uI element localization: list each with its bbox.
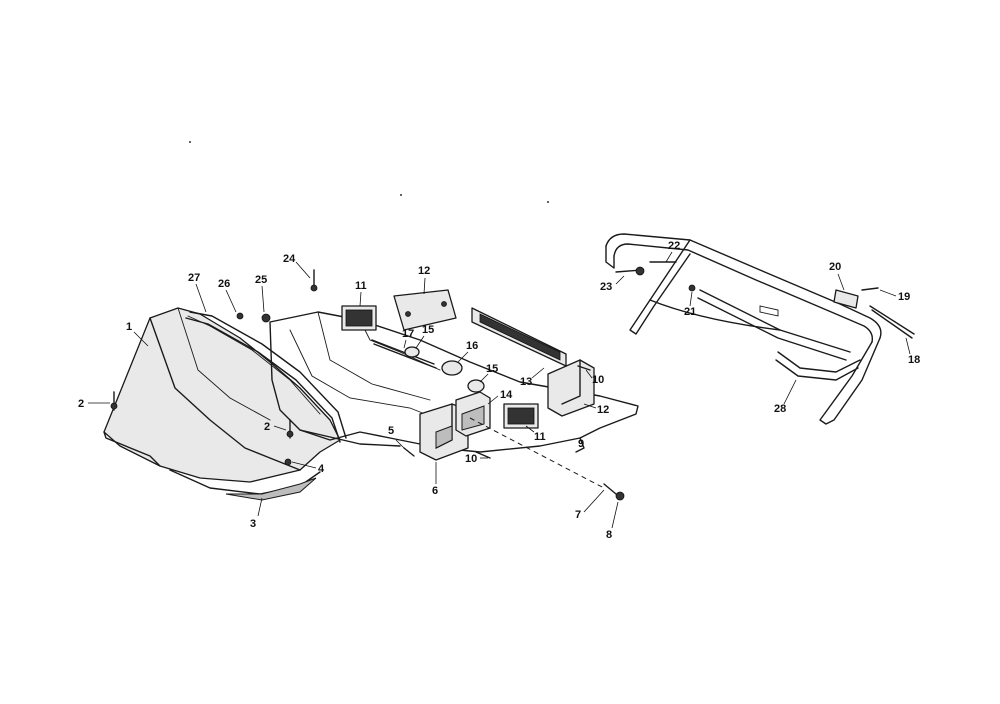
callout-10: 10	[465, 453, 477, 465]
pin-icon	[861, 287, 915, 339]
callout-23: 23	[600, 281, 612, 293]
callout-11: 11	[355, 280, 367, 292]
callout-1: 1	[126, 321, 132, 333]
bulb-icon	[404, 346, 485, 393]
bolt-icon	[110, 269, 625, 501]
callout-4: 4	[318, 463, 325, 475]
mounting-plate-icon	[393, 289, 457, 331]
callout-22: 22	[668, 240, 680, 252]
callout-20: 20	[829, 261, 841, 273]
callout-3: 3	[250, 518, 256, 530]
callouts: 1 2 2 3 4 5 6 7 8 9 10 10 11 11 12 12 13	[78, 240, 920, 541]
callout-26: 26	[218, 278, 230, 290]
callout-24: 24	[283, 253, 296, 265]
callout-5: 5	[388, 425, 394, 437]
rod-icon	[371, 339, 435, 365]
callout-14: 14	[500, 389, 513, 401]
callout-12: 12	[418, 265, 430, 277]
callout-10: 10	[592, 374, 604, 386]
assembly-line	[469, 417, 605, 489]
callout-7: 7	[575, 509, 581, 521]
callout-13: 13	[520, 376, 532, 388]
hood-shroud-icon	[103, 307, 341, 501]
tubular-bumper-icon	[605, 233, 882, 425]
callout-2: 2	[264, 421, 270, 433]
callout-21: 21	[684, 306, 696, 318]
callout-15: 15	[422, 324, 434, 336]
callout-19: 19	[898, 291, 910, 303]
callout-12: 12	[597, 404, 609, 416]
callout-17: 17	[402, 328, 414, 340]
callout-18: 18	[908, 354, 920, 366]
callout-25: 25	[255, 274, 267, 286]
callout-6: 6	[432, 485, 438, 497]
trim-strip-icon	[185, 311, 347, 443]
callout-2: 2	[78, 398, 84, 410]
callout-11: 11	[534, 431, 546, 443]
bolt-icon	[615, 261, 696, 292]
reflector-icon	[503, 403, 539, 429]
callout-8: 8	[606, 529, 612, 541]
reflector-strip-icon	[471, 307, 567, 367]
callout-15: 15	[486, 363, 498, 375]
callout-9: 9	[578, 438, 584, 450]
callout-28: 28	[774, 403, 786, 415]
reflector-icon	[341, 305, 377, 331]
callout-16: 16	[466, 340, 478, 352]
taillight-icon	[455, 391, 491, 437]
callout-27: 27	[188, 272, 200, 284]
side-panel-icon	[547, 359, 595, 417]
